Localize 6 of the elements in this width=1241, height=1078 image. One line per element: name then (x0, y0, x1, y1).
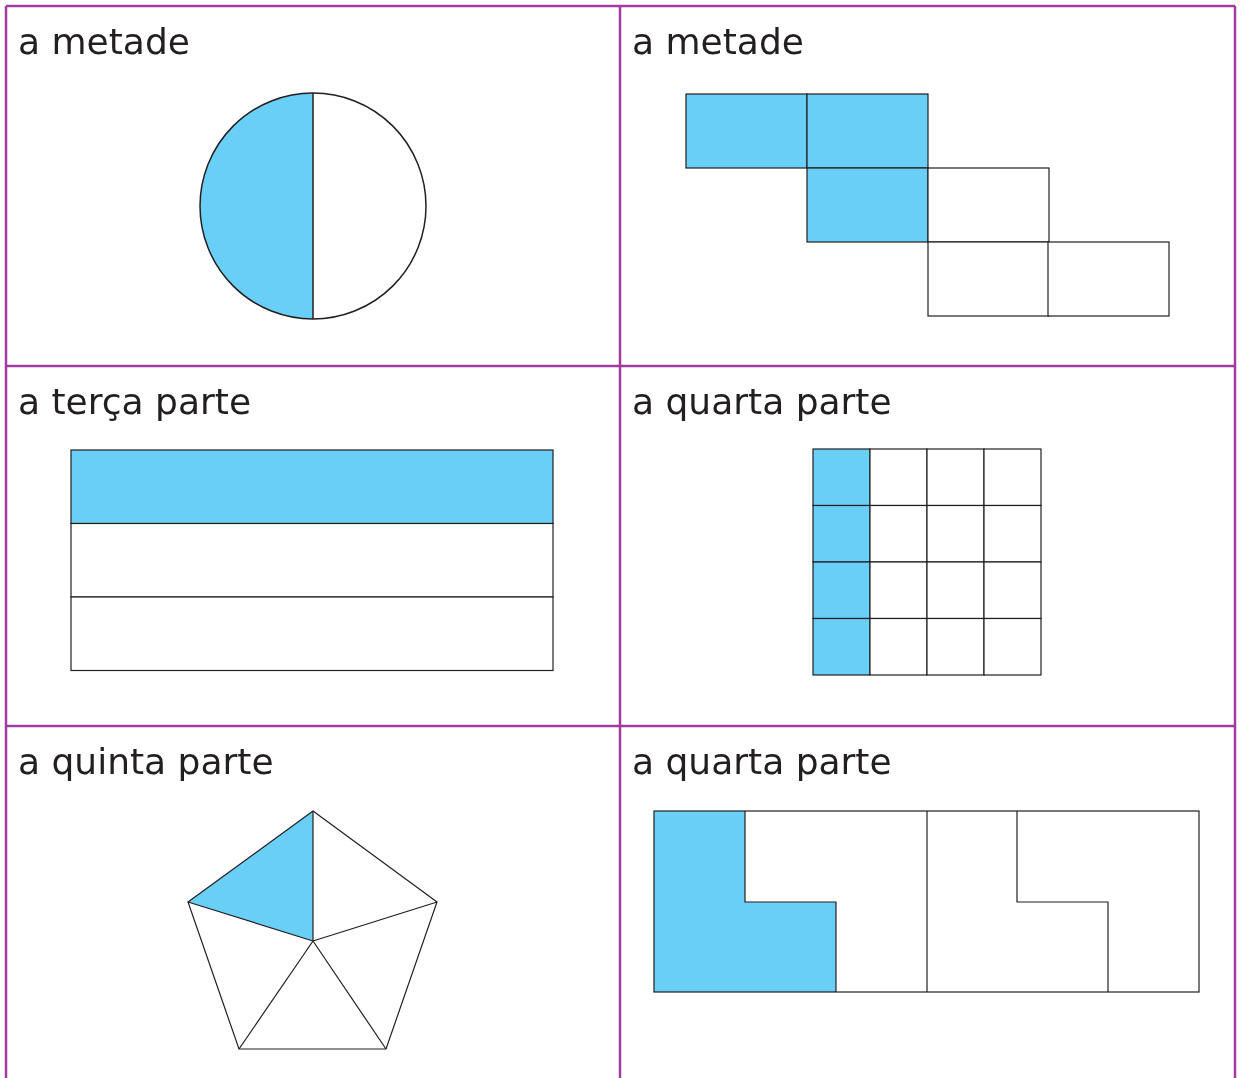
fraction-label: a metade (632, 24, 804, 60)
fraction-label: a quarta parte (632, 384, 892, 420)
fraction-label: a quarta parte (632, 744, 892, 780)
fraction-label: a metade (18, 24, 190, 60)
fraction-label: a quinta parte (18, 744, 274, 780)
fraction-label: a terça parte (18, 384, 252, 420)
